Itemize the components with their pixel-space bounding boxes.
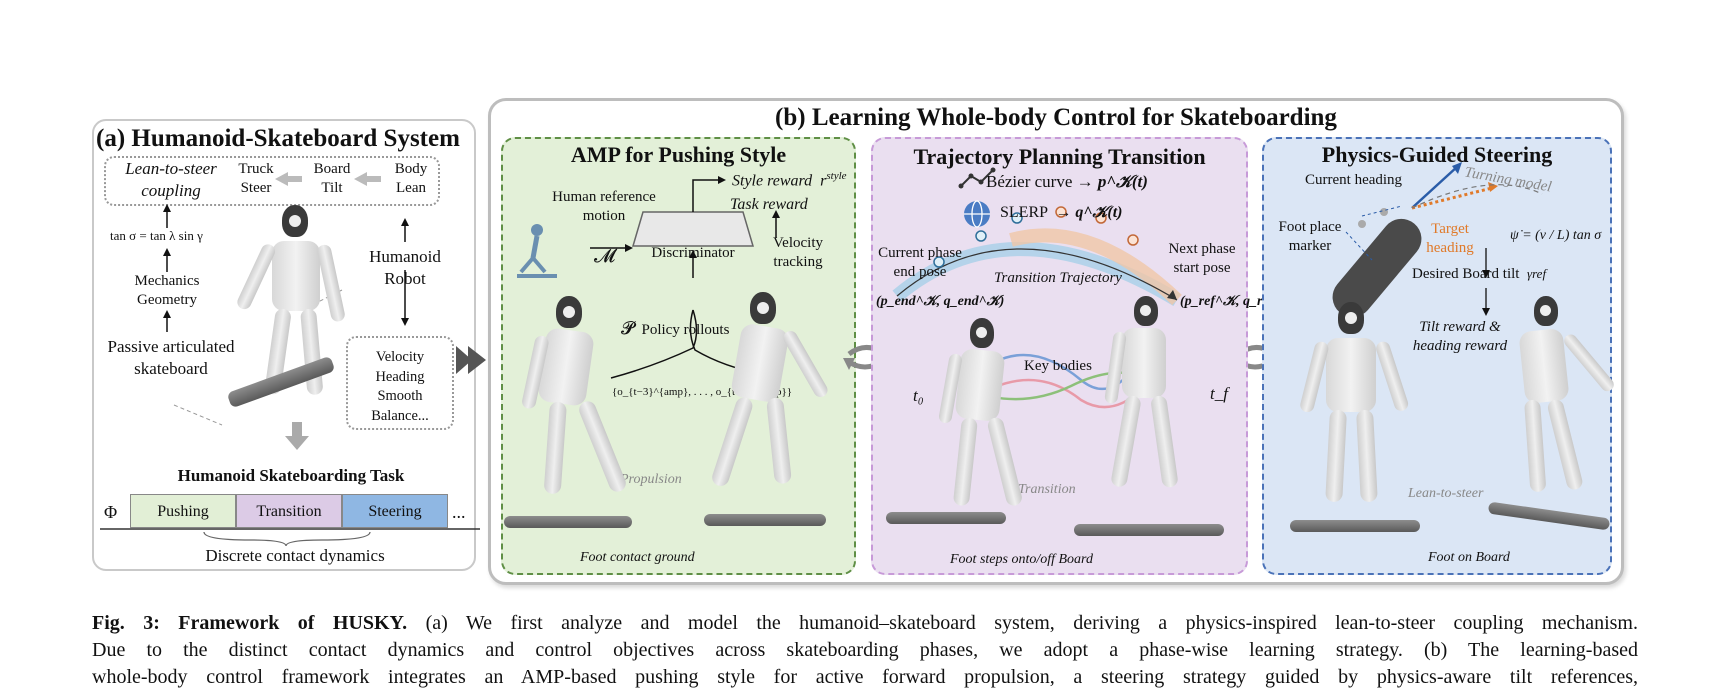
phi-label: Φ (104, 502, 118, 522)
key-bodies-label: Key bodies (1024, 358, 1092, 374)
current-pose-symbol: (p_end^𝒦, q_end^𝒦) (876, 294, 1005, 309)
connect-arrow-icon (456, 346, 486, 374)
phase-ellipsis: ... (452, 502, 466, 522)
phase-pushing: Pushing (130, 494, 236, 528)
caption-line-3: whole-body control framework integrates … (92, 666, 1638, 688)
skateboard-transition-2 (1074, 524, 1224, 536)
style-reward-label: Style reward rstyle (732, 170, 847, 190)
current-heading-label: Current heading (1305, 172, 1403, 188)
panel-b-title: (b) Learning Whole-body Control for Skat… (775, 104, 1337, 131)
skateboard-push-2 (704, 514, 826, 526)
contact-brace (100, 528, 480, 547)
amp-diagram (517, 176, 780, 379)
phase-pushing-label: Pushing (157, 503, 209, 520)
turning-equation: ψ̇ = (v / L) tan σ (1510, 228, 1602, 243)
foot-contact-label: Foot contact ground (580, 550, 695, 565)
motion-dataset-symbol: 𝓜 (594, 246, 616, 267)
desired-tilt-label: Desired Board tilt γref (1412, 266, 1547, 282)
coupling-box (104, 156, 440, 206)
task-title: Humanoid Skateboarding Task (177, 466, 405, 485)
panel-a-arrows (163, 172, 409, 450)
amp-title: AMP for Pushing Style (570, 142, 787, 167)
phase-steering-label: Steering (368, 503, 422, 520)
phase-transition: Transition (236, 494, 342, 528)
caption-line-2: Due to the distinct contact dynamics and… (92, 639, 1638, 661)
panel-a-title: (a) Humanoid-Skateboard System (96, 125, 460, 152)
figure-caption: Fig. 3: Framework of HUSKY. (a) We first… (92, 610, 1638, 691)
steering-title: Physics-Guided Steering (1321, 142, 1553, 167)
skateboard-push-1 (504, 516, 632, 528)
trajectory-title: Trajectory Planning Transition (913, 144, 1206, 169)
caption-line-1: Fig. 3: Framework of HUSKY. (a) We first… (92, 612, 1638, 634)
tf-label: t_f (1210, 384, 1228, 403)
lean-to-steer-b-label: Lean-to-steer (1408, 486, 1484, 501)
tilt-reward-label: Tilt reward &heading reward (1412, 319, 1508, 354)
transition-trajectory-label: Transition Trajectory (994, 270, 1122, 286)
skateboard-transition-1 (886, 512, 1006, 524)
slerp-label: SLERP → q^𝒦(t) (1000, 204, 1123, 221)
policy-rollouts-label: 𝓟 Policy rollouts (621, 318, 730, 338)
phase-steering: Steering (342, 494, 448, 528)
bezier-label: Bézier curve → p^𝒦(t) (986, 172, 1148, 191)
phase-transition-label: Transition (256, 503, 322, 520)
transition-label: Transition (1018, 482, 1076, 497)
foot-on-board-label: Foot on Board (1428, 550, 1510, 565)
lean-equation: tan σ = tan λ sin γ (110, 228, 203, 243)
t0-label: t₀ (913, 386, 924, 405)
propulsion-label: Propulsion (620, 472, 682, 487)
task-reward-label: Task reward (730, 196, 808, 213)
discriminator-label[interactable]: Discriminator (651, 245, 735, 261)
skateboard-steer-1 (1290, 520, 1420, 532)
steering-diagram (1332, 162, 1543, 318)
foot-steps-label: Foot steps onto/off Board (950, 552, 1093, 567)
contact-dynamics-label: Discrete contact dynamics (205, 546, 385, 565)
